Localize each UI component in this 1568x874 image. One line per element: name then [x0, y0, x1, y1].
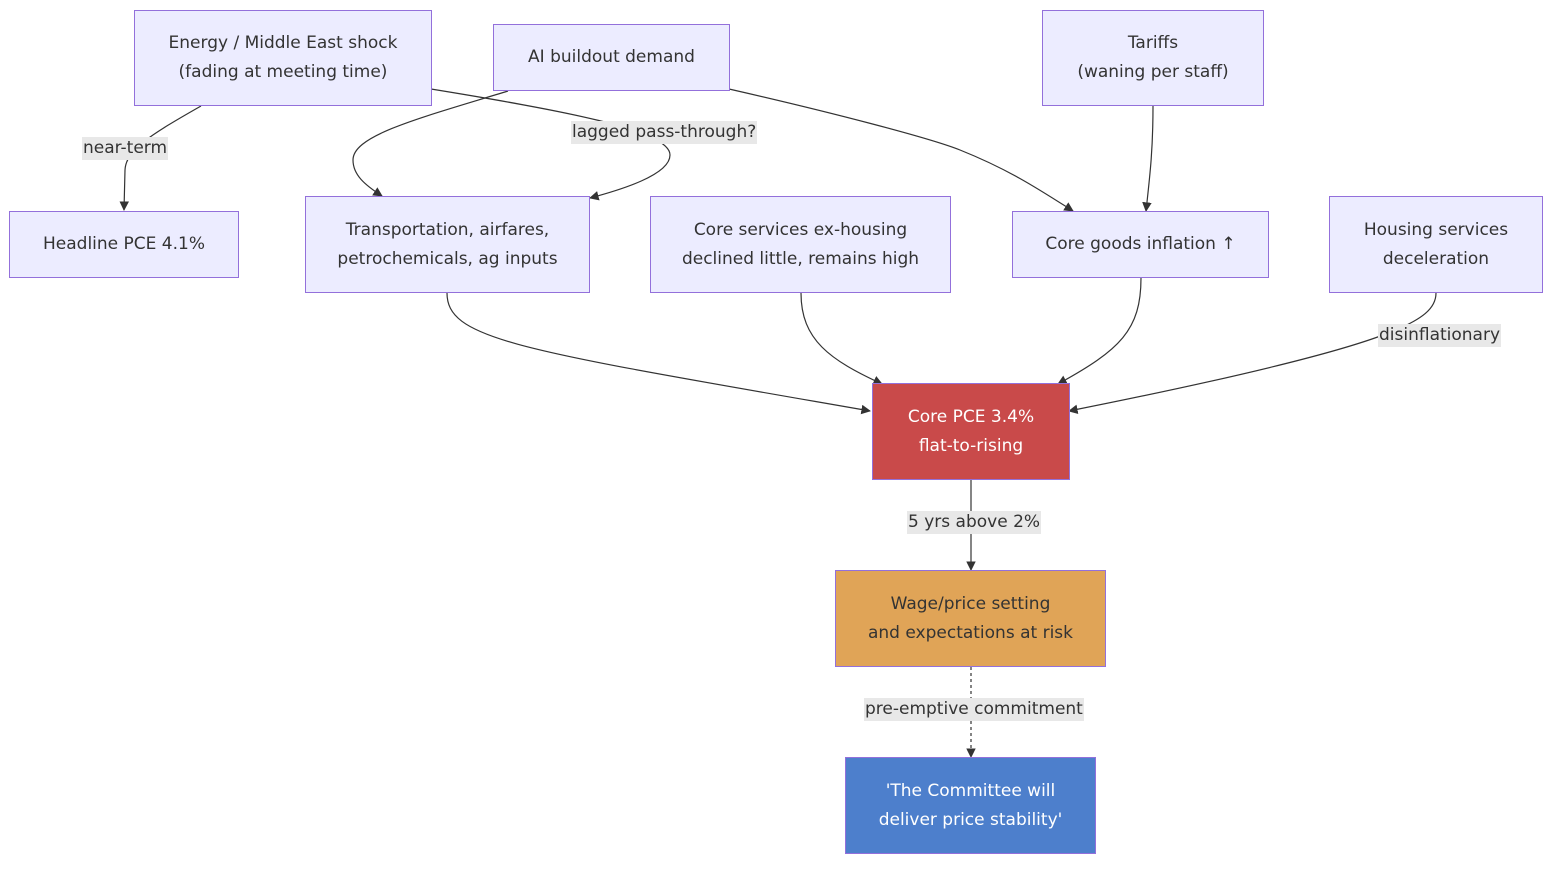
edge-label-disinflationary: disinflationary — [1378, 324, 1502, 347]
edge-energy-transport — [430, 88, 671, 201]
tariffs-node: Tariffs (waning per staff) — [1042, 10, 1264, 106]
energy-shock-node: Energy / Middle East shock (fading at me… — [134, 10, 432, 106]
edge-ai-goods — [728, 88, 1074, 212]
edge-goods-core — [1057, 277, 1142, 385]
core-pce-node: Core PCE 3.4% flat-to-rising — [872, 383, 1070, 480]
edge-services-core — [800, 292, 883, 385]
core-services-node: Core services ex-housing declined little… — [650, 196, 951, 293]
edge-label-lagged-pass-through: lagged pass-through? — [571, 121, 758, 144]
edge-housing-core — [1068, 292, 1437, 415]
edge-transport-core — [446, 292, 871, 415]
edge-label-preemptive: pre-emptive commitment — [864, 698, 1084, 721]
committee-statement-node: 'The Committee will deliver price stabil… — [845, 757, 1096, 854]
core-goods-node: Core goods inflation ↑ — [1012, 211, 1269, 278]
transportation-node: Transportation, airfares, petrochemicals… — [305, 196, 590, 293]
wage-price-node: Wage/price setting and expectations at r… — [835, 570, 1106, 667]
headline-pce-node: Headline PCE 4.1% — [9, 211, 239, 278]
housing-services-node: Housing services deceleration — [1329, 196, 1543, 293]
edge-tariffs-goods — [1142, 105, 1154, 212]
edge-label-five-years: 5 yrs above 2% — [907, 511, 1042, 534]
edge-ai-transport — [352, 90, 509, 197]
ai-buildout-node: AI buildout demand — [493, 24, 730, 91]
edge-label-near-term: near-term — [82, 137, 169, 160]
